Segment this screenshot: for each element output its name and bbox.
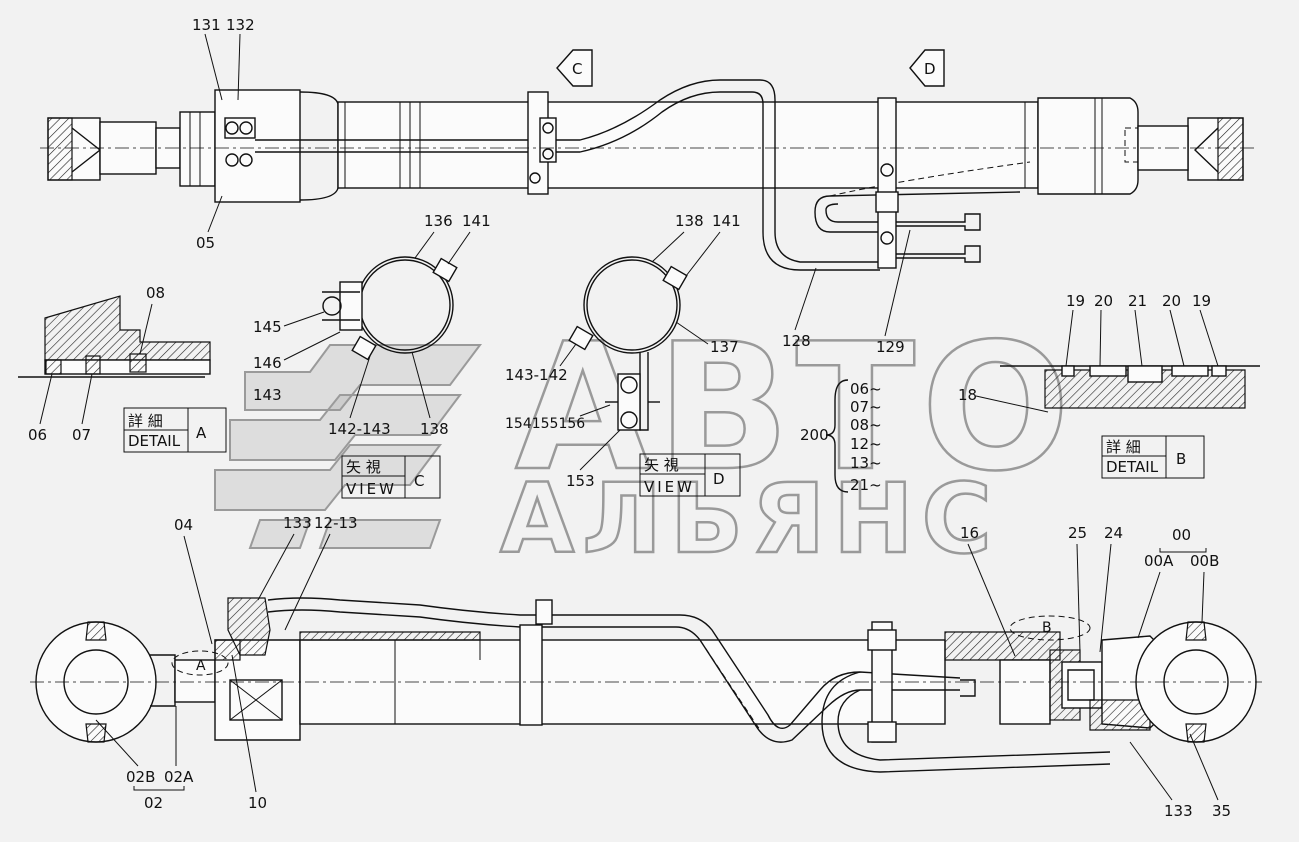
label-24: 24 xyxy=(1104,524,1123,542)
watermark-line1: АВТО xyxy=(515,307,1076,510)
label-12-13: 12-13 xyxy=(314,514,358,532)
detail-b-label: DETAIL xyxy=(1106,458,1159,476)
label-16: 16 xyxy=(960,524,979,542)
label-35: 35 xyxy=(1212,802,1231,820)
label-133a: 133 xyxy=(283,514,312,532)
view-d-letter: D xyxy=(713,470,725,488)
bottom-cylinder: A B xyxy=(30,597,1262,773)
view-d-clamp-detail: 138 141 137 143-142 154155156 153 xyxy=(505,212,741,490)
label-143: 143 xyxy=(253,386,282,404)
label-141b: 141 xyxy=(712,212,741,230)
section-b-circle xyxy=(1009,615,1091,641)
view-d-arrow-letter: D xyxy=(924,60,936,78)
view-c-arrow-letter: C xyxy=(572,60,582,78)
label-141a: 141 xyxy=(462,212,491,230)
label-04: 04 xyxy=(174,516,193,534)
view-c-letter: C xyxy=(414,472,424,490)
label-02B: 02B xyxy=(126,768,155,786)
detail-a-box: 詳 細 DETAIL A xyxy=(123,407,227,453)
top-gland-head xyxy=(214,89,301,203)
label-10: 10 xyxy=(248,794,267,812)
section-a-circle xyxy=(171,650,229,676)
label-02: 02 xyxy=(144,794,163,812)
label-128: 128 xyxy=(782,332,811,350)
label-154-155-156: 154155156 xyxy=(505,416,585,432)
label-146: 146 xyxy=(253,354,282,372)
watermark-line2: АЛЬЯНС xyxy=(500,463,1000,575)
watermark-logo xyxy=(214,344,482,549)
label-129: 129 xyxy=(876,338,905,356)
view-c-kanji: 矢 視 xyxy=(346,458,381,476)
kit-item-21: 21~ xyxy=(850,476,882,494)
label-07: 07 xyxy=(72,426,91,444)
label-02A: 02A xyxy=(164,768,194,786)
kit-item-13: 13~ xyxy=(850,454,882,472)
label-138a: 138 xyxy=(420,420,449,438)
label-145: 145 xyxy=(253,318,282,336)
top-labels: 131 132 05 xyxy=(192,16,255,252)
label-20b: 20 xyxy=(1162,292,1181,310)
top-end-cap xyxy=(1037,97,1139,195)
label-08: 08 xyxy=(146,284,165,302)
view-d-label: VIEW xyxy=(644,478,695,496)
label-133b: 133 xyxy=(1164,802,1193,820)
top-cylinder: C D xyxy=(40,49,1258,271)
seal-kit-list: 200 06~ 07~ 08~ 12~ 13~ 21~ xyxy=(800,379,882,494)
view-d-kanji: 矢 視 xyxy=(644,456,679,474)
bottom-labels: 04 133 12-13 16 25 24 00 00A 00B 02B 02A… xyxy=(95,514,1231,820)
label-131: 131 xyxy=(192,16,221,34)
detail-b-section: 19 20 21 20 19 18 詳 細 DETAIL B xyxy=(958,292,1260,479)
view-c-clamp-detail: 136 141 145 146 143 142-143 138 xyxy=(253,212,491,438)
section-b-marker: B xyxy=(1042,620,1052,636)
label-137: 137 xyxy=(710,338,739,356)
label-00A: 00A xyxy=(1144,552,1174,570)
view-d-arrow: D xyxy=(909,49,945,87)
label-00B: 00B xyxy=(1190,552,1219,570)
label-05: 05 xyxy=(196,234,215,252)
kit-item-06: 06~ xyxy=(850,380,882,398)
kit-item-08: 08~ xyxy=(850,416,882,434)
detail-a-kanji: 詳 細 xyxy=(128,412,163,430)
kit-item-12: 12~ xyxy=(850,435,882,453)
label-132: 132 xyxy=(226,16,255,34)
watermark: АВТО АЛЬЯНС xyxy=(214,306,1076,576)
bottom-clamp-c xyxy=(519,624,543,726)
label-138b: 138 xyxy=(675,212,704,230)
top-clamp-d xyxy=(877,97,897,269)
detail-a-letter: A xyxy=(196,424,207,442)
label-142-143: 142-143 xyxy=(328,420,391,438)
label-143-142: 143-142 xyxy=(505,366,568,384)
label-06: 06 xyxy=(28,426,47,444)
view-d-box: 矢 視 VIEW D xyxy=(639,453,741,497)
section-a-marker: A xyxy=(196,658,206,674)
view-c-box: 矢 視 VIEW C xyxy=(341,455,441,499)
detail-a-section: 08 06 07 詳 細 DETAIL A xyxy=(18,284,227,453)
detail-b-box: 詳 細 DETAIL B xyxy=(1101,435,1205,479)
detail-b-letter: B xyxy=(1176,450,1186,468)
label-21: 21 xyxy=(1128,292,1147,310)
label-19a: 19 xyxy=(1066,292,1085,310)
label-18: 18 xyxy=(958,386,977,404)
label-00: 00 xyxy=(1172,526,1191,544)
pipe-labels: 128 129 xyxy=(782,229,911,356)
label-25: 25 xyxy=(1068,524,1087,542)
kit-item-07: 07~ xyxy=(850,398,882,416)
label-153: 153 xyxy=(566,472,595,490)
top-barrel xyxy=(337,101,1039,189)
label-136: 136 xyxy=(424,212,453,230)
label-200: 200 xyxy=(800,426,829,444)
detail-a-label: DETAIL xyxy=(128,432,181,450)
label-20a: 20 xyxy=(1094,292,1113,310)
label-19b: 19 xyxy=(1192,292,1211,310)
detail-b-kanji: 詳 細 xyxy=(1106,438,1141,456)
view-c-arrow: C xyxy=(556,49,593,87)
view-c-label: VIEW xyxy=(346,480,397,498)
